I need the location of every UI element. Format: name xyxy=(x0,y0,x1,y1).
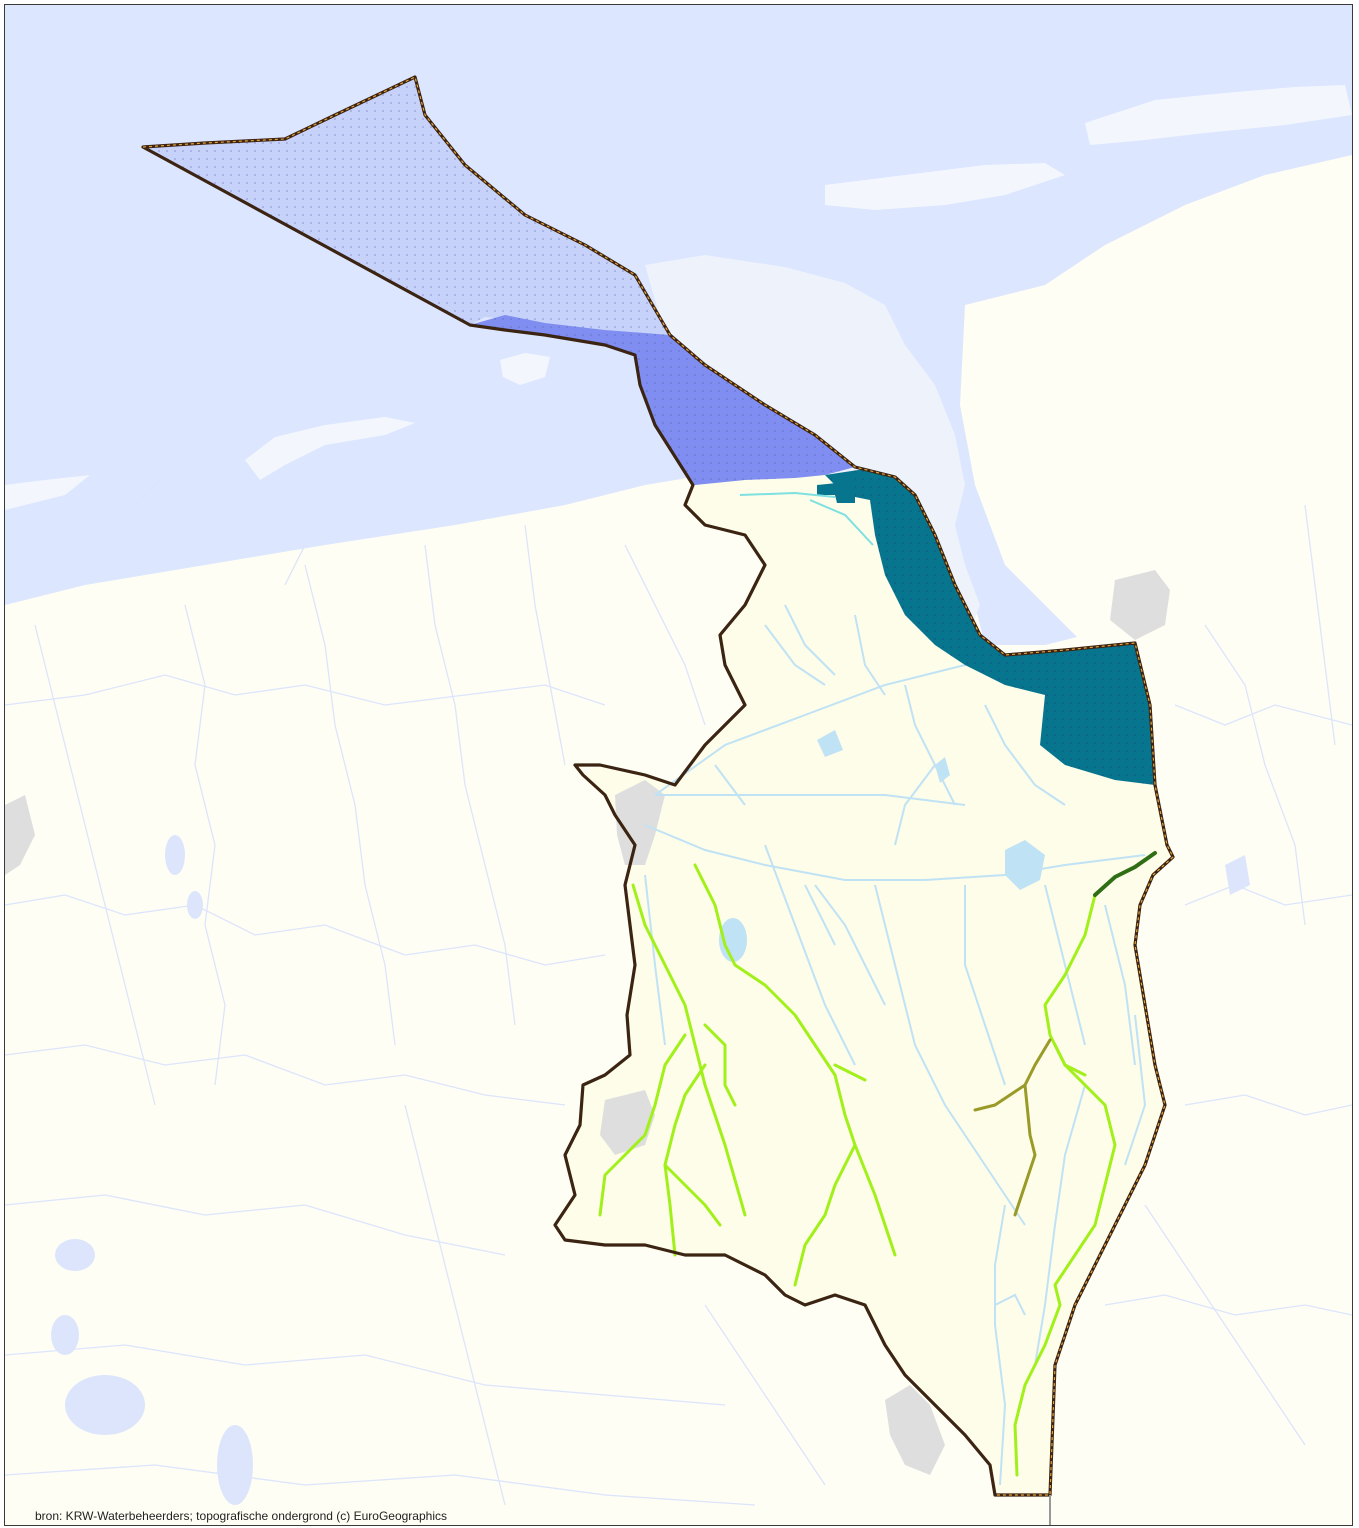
map-credit: bron: KRW-Waterbeheerders; topografische… xyxy=(35,1509,447,1523)
background-lakes xyxy=(51,835,1250,1505)
harbour-basin xyxy=(817,475,855,503)
island-east xyxy=(825,163,1065,210)
region-lakes xyxy=(719,730,1045,962)
district-boundary-accent xyxy=(142,76,1174,1496)
land-east xyxy=(960,155,1352,1525)
coastal-water-light-pattern xyxy=(143,77,670,335)
background-waterways xyxy=(5,474,1352,1506)
coastal-water-medium-pattern xyxy=(470,315,855,485)
rivers-green xyxy=(598,863,1117,1477)
river-olive xyxy=(973,1038,1052,1217)
map-frame: bron: KRW-Waterbeheerders; topografische… xyxy=(4,4,1353,1526)
map-canvas xyxy=(5,5,1352,1525)
island-north xyxy=(1085,85,1352,145)
island-small xyxy=(500,353,550,385)
island-west xyxy=(245,417,415,480)
estuary-water-pattern xyxy=(825,469,1155,785)
canal-channels xyxy=(739,491,874,546)
river-dark-green xyxy=(1093,851,1157,897)
water-district-region xyxy=(555,473,1170,1495)
island-westcoast xyxy=(5,475,90,510)
